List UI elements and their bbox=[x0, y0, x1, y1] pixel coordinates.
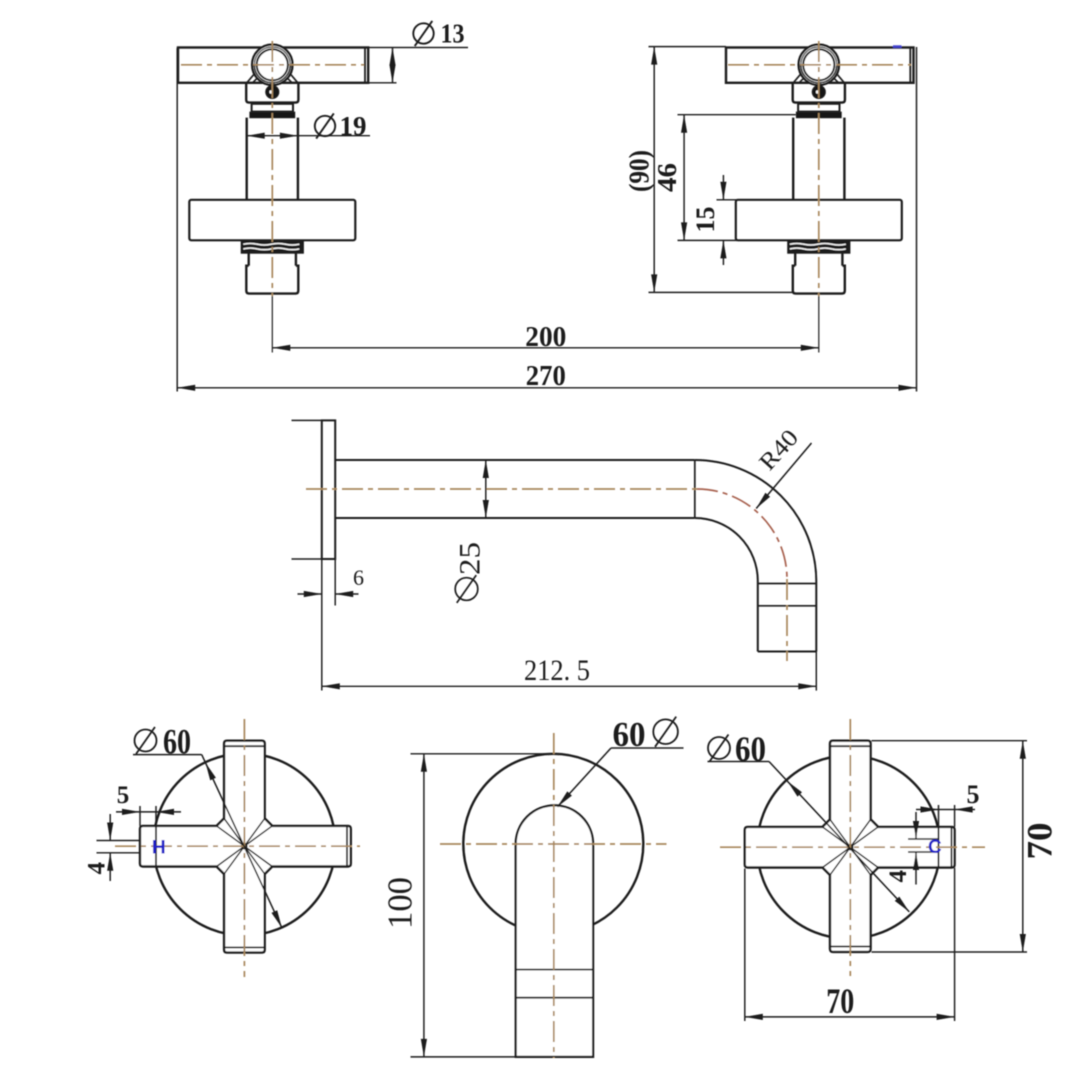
svg-text:100: 100 bbox=[381, 877, 420, 929]
svg-text:60: 60 bbox=[163, 722, 191, 762]
svg-text:60: 60 bbox=[735, 729, 766, 769]
svg-text:13: 13 bbox=[441, 18, 465, 48]
svg-text:4: 4 bbox=[84, 862, 111, 875]
svg-text:70: 70 bbox=[826, 981, 854, 1021]
svg-text:6: 6 bbox=[353, 565, 364, 590]
svg-text:(90): (90) bbox=[624, 150, 656, 192]
svg-text:H: H bbox=[152, 836, 166, 858]
svg-text:46: 46 bbox=[652, 163, 682, 192]
svg-text:270: 270 bbox=[526, 361, 566, 392]
svg-text:70: 70 bbox=[1020, 823, 1060, 860]
svg-text:60: 60 bbox=[613, 715, 646, 754]
svg-text:5: 5 bbox=[117, 782, 130, 809]
svg-text:4: 4 bbox=[885, 870, 912, 883]
svg-text:200: 200 bbox=[525, 322, 566, 353]
svg-text:C: C bbox=[928, 837, 942, 858]
svg-text:19: 19 bbox=[340, 111, 367, 141]
svg-text:15: 15 bbox=[691, 207, 720, 233]
svg-text:5: 5 bbox=[967, 780, 980, 809]
svg-text:212. 5: 212. 5 bbox=[524, 654, 590, 687]
svg-text:25: 25 bbox=[454, 542, 487, 575]
